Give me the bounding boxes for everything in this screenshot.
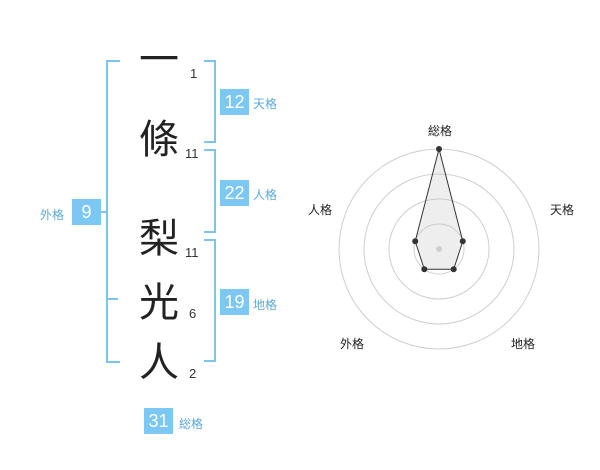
gaikaku-bracket-connector	[100, 211, 106, 213]
radar-ring	[413, 223, 465, 275]
chikaku-label: 地格	[253, 298, 278, 312]
radar-ring	[388, 198, 490, 300]
stroke-count-3: 11	[185, 245, 199, 260]
radar-polygon	[414, 148, 464, 270]
radar-ring	[363, 173, 515, 325]
name-char-2: 條	[139, 117, 179, 163]
gaikaku-label: 外格	[40, 208, 65, 222]
name-char-3: 梨	[139, 216, 179, 262]
stroke-count-1: 1	[190, 66, 198, 81]
stroke-count-4: 6	[189, 306, 197, 321]
tenkaku-label: 天格	[253, 97, 278, 111]
chikaku-bracket	[204, 239, 216, 362]
radar-point-chikaku	[450, 266, 457, 273]
soukaku-score-badge: 31	[144, 408, 173, 434]
gaikaku-bracket	[106, 60, 120, 363]
radar-point-soukaku	[436, 146, 442, 152]
radar-label-chikaku: 地格	[511, 337, 536, 351]
jinkaku-bracket	[204, 149, 216, 233]
radar-point-tenkaku	[459, 238, 466, 245]
chikaku-score-badge: 19	[220, 289, 249, 315]
tenkaku-bracket	[204, 60, 216, 143]
jinkaku-label: 人格	[253, 188, 278, 202]
radar-point-jinkaku	[412, 238, 419, 245]
radar-label-soukaku: 総格	[428, 124, 453, 138]
radar-point-gaikaku	[421, 266, 428, 273]
soukaku-label: 総格	[179, 417, 204, 431]
radar-label-jinkaku: 人格	[308, 203, 333, 217]
name-char-4: 光	[139, 280, 179, 326]
name-char-1: 一	[139, 37, 179, 83]
radar-label-tenkaku: 天格	[550, 203, 575, 217]
name-char-5: 人	[139, 340, 179, 386]
jinkaku-score-badge: 22	[220, 180, 249, 206]
gaikaku-score-badge: 9	[72, 199, 101, 225]
stroke-count-2: 11	[185, 146, 199, 161]
stroke-count-5: 2	[189, 366, 197, 381]
radar-center	[436, 246, 442, 252]
tenkaku-score-badge: 12	[220, 89, 249, 115]
gaikaku-bracket-tick	[106, 298, 118, 300]
radar-label-gaikaku: 外格	[340, 337, 365, 351]
